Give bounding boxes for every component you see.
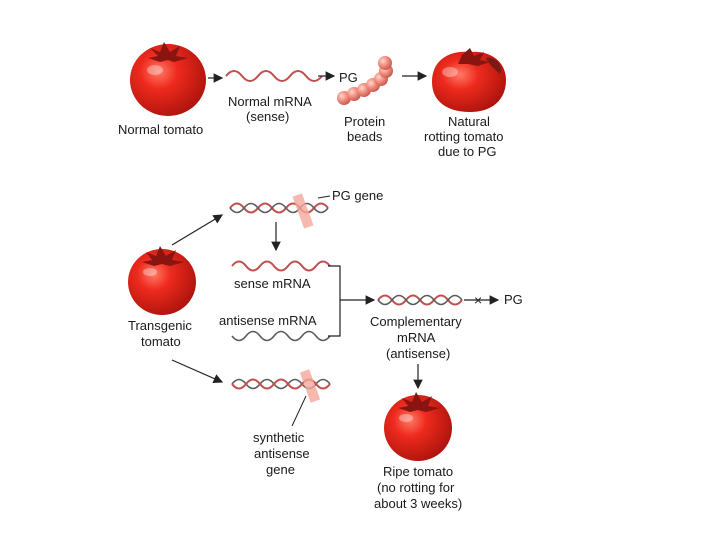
blocked-x-icon: ×: [474, 292, 482, 308]
synthetic-gene-helix: [231, 369, 331, 403]
synthetic-gene-pointer: [291, 395, 307, 427]
complementary-label-3: (antisense): [386, 346, 450, 361]
ripe-label-1: Ripe tomato: [383, 464, 453, 479]
pg-gene-helix: [229, 193, 329, 229]
transgenic-label-1: Transgenic: [128, 318, 192, 333]
normal-mrna-label-1: Normal mRNA: [228, 94, 312, 109]
synthetic-label-2: antisense: [254, 446, 310, 461]
complementary-mrna-helix: [377, 294, 463, 306]
protein-beads-label-1: Protein: [344, 114, 385, 129]
rotting-label-1: Natural: [448, 114, 490, 129]
normal-tomato-icon: [130, 42, 206, 116]
pg-label-top: PG: [339, 70, 358, 85]
normal-mrna-label-2: (sense): [246, 109, 289, 124]
arrow-to-pg-gene: [171, 214, 224, 246]
protein-beads-label-2: beads: [347, 129, 383, 144]
rotting-label-2: rotting tomato: [424, 129, 504, 144]
ripe-label-3: about 3 weeks): [374, 496, 462, 511]
ripe-label-2: (no rotting for: [377, 480, 455, 495]
synthetic-label-3: gene: [266, 462, 295, 477]
protein-beads-icon: [337, 56, 393, 105]
ripe-tomato-icon: [384, 392, 452, 461]
pg-gene-label: PG gene: [332, 188, 383, 203]
transgenic-tomato-icon: [128, 246, 196, 315]
sense-mrna-strand: [231, 260, 331, 272]
pg-label-blocked: PG: [504, 292, 523, 307]
rotting-label-3: due to PG: [438, 144, 497, 159]
complementary-label-2: mRNA: [397, 330, 436, 345]
synthetic-label-1: synthetic: [253, 430, 305, 445]
transgenic-label-2: tomato: [141, 334, 181, 349]
pg-gene-pointer: [317, 195, 331, 199]
antisense-mrna-strand: [231, 330, 331, 342]
normal-tomato-label: Normal tomato: [118, 122, 203, 137]
pairing-bracket: [328, 265, 341, 337]
normal-mrna-strand: [225, 70, 323, 82]
complementary-label-1: Complementary: [370, 314, 462, 329]
sense-mrna-label: sense mRNA: [234, 276, 311, 291]
rotting-tomato-icon: [432, 48, 506, 112]
antisense-mrna-label: antisense mRNA: [219, 313, 317, 328]
arrow-to-synthetic-gene: [171, 359, 224, 384]
